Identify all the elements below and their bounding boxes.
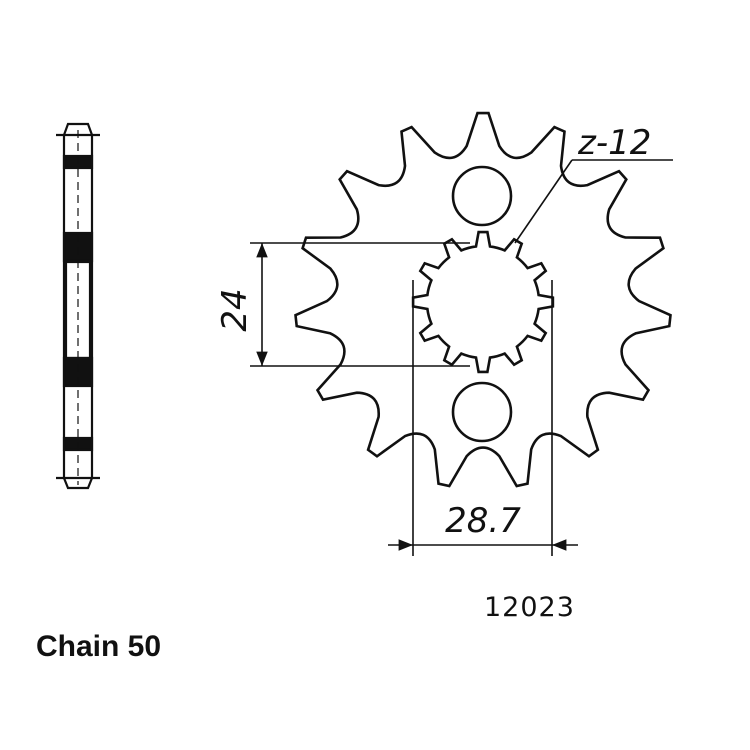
dimension-bore-height: [250, 242, 470, 367]
teeth-count-label: z-12: [577, 123, 651, 163]
mounting-hole-top: [451, 165, 513, 227]
sprocket-side-view: [56, 122, 100, 490]
mounting-hole-bottom: [451, 381, 513, 443]
bore-width-label: 28.7: [445, 501, 521, 541]
spline-bore-profile: [411, 230, 555, 374]
part-number: 12023: [484, 592, 575, 623]
bore-height-label: 24: [215, 288, 255, 331]
chain-size: Chain 50: [36, 630, 161, 663]
teeth-count-leader: [514, 159, 673, 244]
sprocket-outer-profile: [294, 111, 672, 488]
dimension-bore-width: [388, 280, 578, 556]
